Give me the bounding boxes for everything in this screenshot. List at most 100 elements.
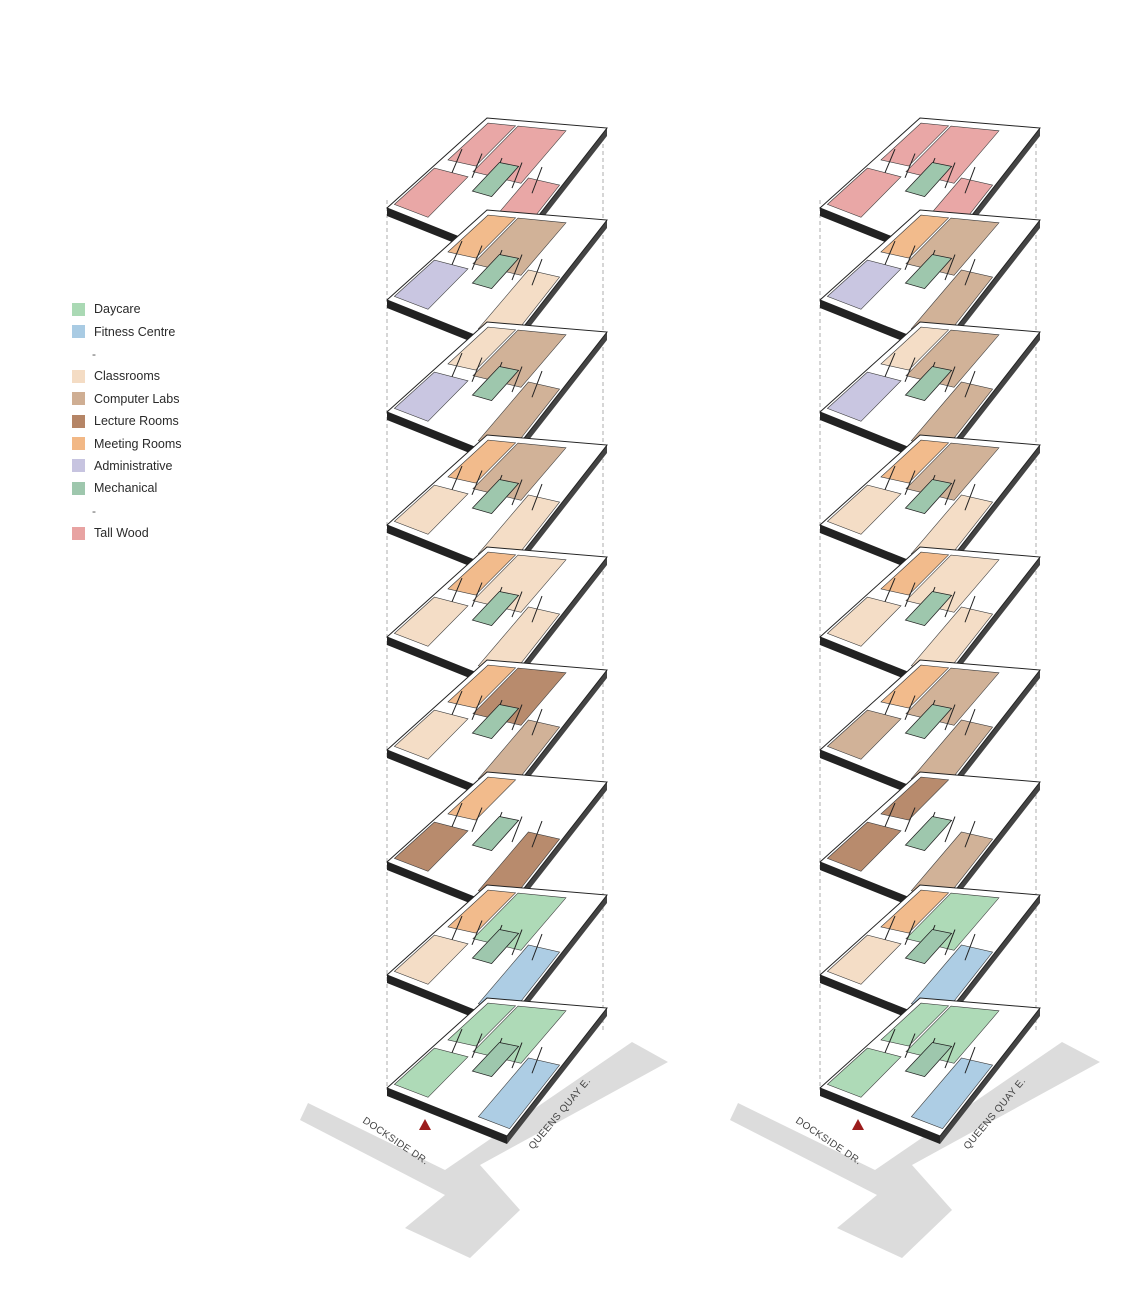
- floor-plate-9: [819, 997, 1041, 1144]
- wall-fin: [531, 820, 543, 848]
- legend-label: Tall Wood: [94, 526, 149, 541]
- wall-fin: [531, 708, 543, 736]
- wall-fin: [964, 258, 976, 286]
- wall-fin: [471, 807, 483, 832]
- legend-swatch: [72, 325, 85, 339]
- legend-label: Fitness Centre: [94, 324, 176, 339]
- legend-swatch: [72, 481, 85, 495]
- wall-fin: [964, 370, 976, 398]
- program-zone: [880, 551, 950, 596]
- wall-fin: [451, 148, 463, 173]
- legend-item-fitness-centre: Fitness Centre: [72, 320, 182, 342]
- floor-plate-6: [819, 659, 1041, 806]
- core-zone: [471, 591, 520, 627]
- wall-fin: [451, 1028, 463, 1053]
- wall-fin: [511, 254, 523, 281]
- program-zone: [447, 776, 517, 821]
- wall-fin: [964, 1046, 976, 1074]
- floor-plate-4: [386, 434, 608, 581]
- program-zone: [826, 167, 902, 218]
- entrance-marker-icon: [852, 1119, 864, 1130]
- slab-edge-side: [507, 1008, 607, 1144]
- program-zone: [393, 709, 469, 760]
- slab-edge-side: [940, 220, 1040, 356]
- wall-fin: [904, 695, 916, 720]
- slab-edge-side: [507, 557, 607, 693]
- wall-fin: [884, 1028, 896, 1053]
- slab-edge-side: [940, 332, 1040, 468]
- wall-fin: [451, 802, 463, 827]
- wall-fin: [904, 153, 916, 178]
- wall-fin: [884, 148, 896, 173]
- street-plan: [300, 1042, 1100, 1258]
- wall-fin: [944, 929, 956, 956]
- program-zone: [447, 439, 517, 484]
- legend-separator-dash: -: [92, 346, 96, 361]
- wall-fin: [964, 708, 976, 736]
- legend-label: Meeting Rooms: [94, 436, 182, 451]
- wall-fin: [471, 1033, 483, 1058]
- program-zone: [393, 934, 469, 985]
- slab-edge-side: [507, 445, 607, 581]
- program-zone: [826, 484, 902, 535]
- program-zone: [393, 259, 469, 310]
- core-zone: [471, 162, 520, 198]
- core-zone: [471, 1042, 520, 1078]
- legend-item-tall-wood: Tall Wood: [72, 522, 182, 544]
- legend-item-computer-labs: Computer Labs: [72, 388, 182, 410]
- legend-swatch: [72, 459, 85, 473]
- wall-fin: [511, 479, 523, 506]
- legend-item-lecture-rooms: Lecture Rooms: [72, 410, 182, 432]
- program-zone: [393, 371, 469, 422]
- core-zone: [471, 366, 520, 402]
- wall-fin: [964, 166, 976, 194]
- slab-edge-side: [940, 445, 1040, 581]
- wall-fin: [451, 240, 463, 265]
- core-zone: [904, 254, 953, 290]
- wall-fin: [944, 1042, 956, 1069]
- wall-fin: [531, 1046, 543, 1074]
- wall-fin: [944, 591, 956, 618]
- wall-fin: [944, 162, 956, 189]
- floor-plate-5: [819, 546, 1041, 693]
- legend-item-classrooms: Classrooms: [72, 365, 182, 387]
- slab-edge-front: [820, 1088, 940, 1144]
- legend-item-mechanical: Mechanical: [72, 477, 182, 499]
- wall-fin: [511, 929, 523, 956]
- program-zone: [880, 122, 950, 167]
- core-zone: [904, 816, 953, 852]
- wall-fin: [904, 807, 916, 832]
- core-zone: [471, 254, 520, 290]
- program-zone: [393, 1047, 469, 1098]
- wall-fin: [884, 240, 896, 265]
- wall-fin: [904, 582, 916, 607]
- wall-fin: [511, 816, 523, 843]
- legend-swatch: [72, 437, 85, 451]
- program-zone: [880, 664, 950, 709]
- slab-edge-side: [940, 895, 1040, 1031]
- legend-label: Mechanical: [94, 481, 158, 496]
- program-zone: [880, 889, 950, 934]
- entrance-marker-icon: [419, 1119, 431, 1130]
- legend-swatch: [72, 302, 85, 316]
- wall-fin: [531, 258, 543, 286]
- wall-fin: [531, 166, 543, 194]
- program-zone: [880, 776, 950, 821]
- wall-fin: [471, 920, 483, 945]
- road-2: [730, 1042, 1100, 1258]
- program-zone: [447, 664, 517, 709]
- wall-fin: [884, 915, 896, 940]
- core-zone: [904, 591, 953, 627]
- wall-fin: [964, 933, 976, 961]
- wall-fin: [471, 153, 483, 178]
- program-zone: [910, 1057, 994, 1130]
- wall-fin: [904, 1033, 916, 1058]
- legend-item-daycare: Daycare: [72, 298, 182, 320]
- core-zone: [471, 816, 520, 852]
- slab-edge-side: [940, 557, 1040, 693]
- core-zone: [904, 479, 953, 515]
- wall-fin: [944, 254, 956, 281]
- wall-fin: [904, 357, 916, 382]
